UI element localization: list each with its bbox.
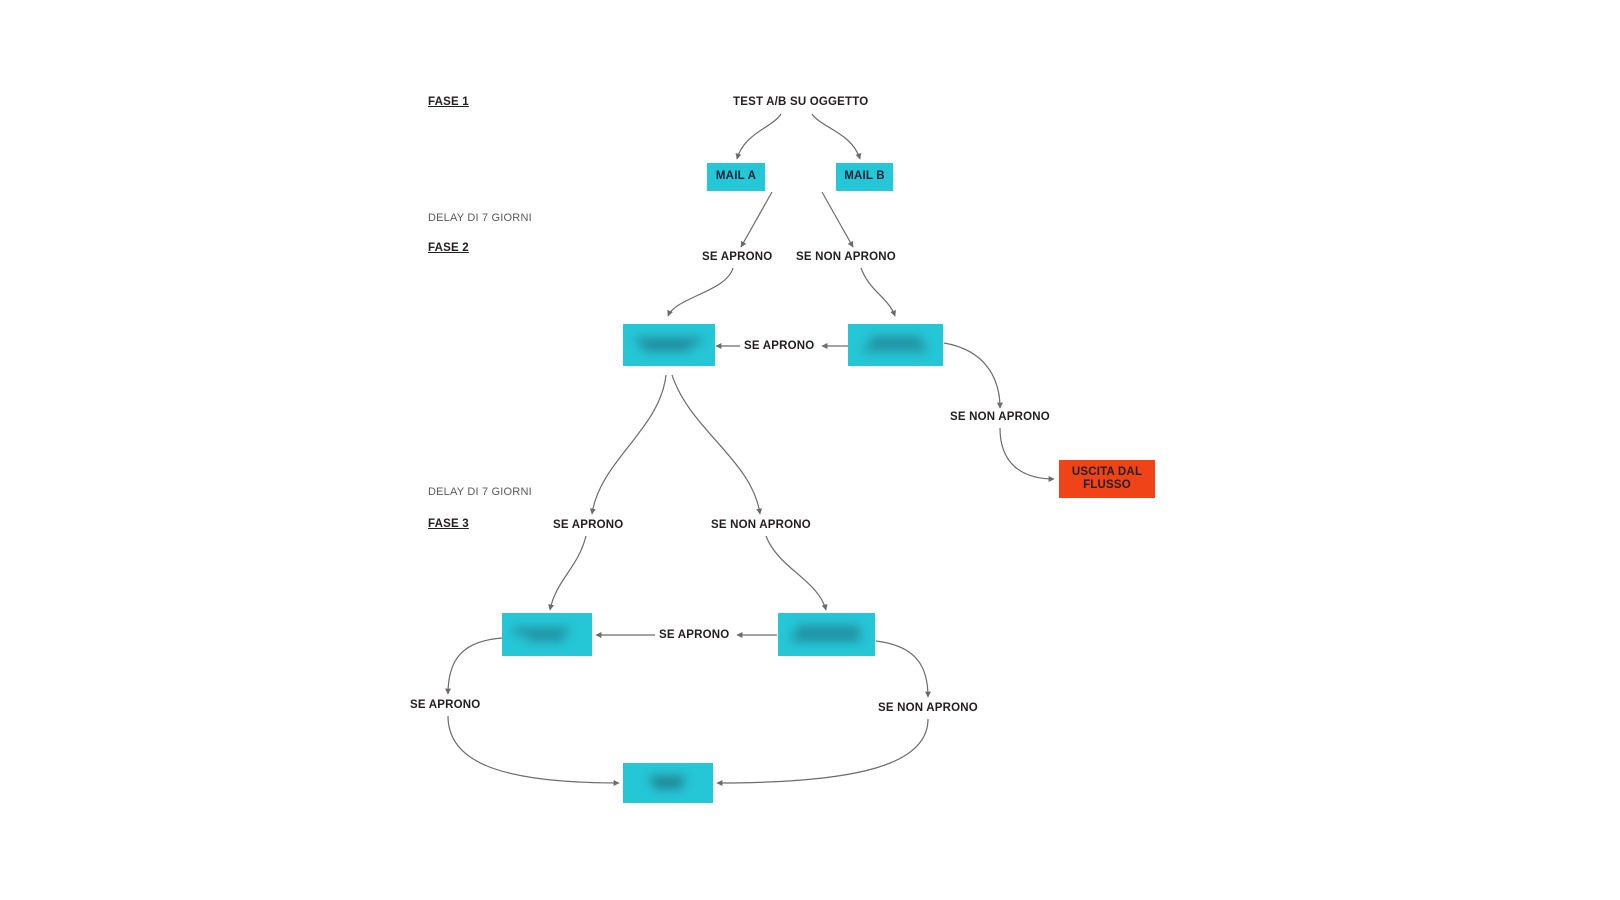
edge-f3-left-to-se-aprono-bottom [445,637,503,695]
node-fase3-right[interactable] [778,613,875,656]
edge-se-aprono-to-f2-left [667,267,734,317]
edge-title-to-mail-a [735,113,782,160]
phase-label-fase-2: FASE 2 [428,242,469,254]
node-fase3-bottom-redacted-label [633,775,703,792]
phase-label-fase-1: FASE 1 [428,96,469,108]
node-fase3-bottom[interactable] [623,763,713,803]
edge-se-aprono3-to-f3-left [548,535,587,611]
edge-label-fase3-se-aprono: SE APRONO [553,519,624,531]
edge-label-fase3-se-non-aprono: SE NON APRONO [711,519,811,531]
node-fase3-left[interactable] [502,613,592,656]
delay-label-2: DELAY DI 7 GIORNI [428,486,532,498]
node-fase2-right-redacted-label [858,336,932,354]
node-mail-b-label: MAIL B [844,170,885,183]
node-mail-b[interactable]: MAIL B [836,163,893,191]
phase-label-fase-3: FASE 3 [428,518,469,530]
edge-label-fase3-cross-se-aprono: SE APRONO [659,629,730,641]
edge-se-non-aprono3-to-f3-right [765,535,828,611]
node-fase2-right[interactable] [848,324,943,366]
diagram-title: TEST A/B SU OGGETTO [733,96,869,108]
node-mail-a[interactable]: MAIL A [707,163,765,191]
edge-label-exit-se-non-aprono: SE NON APRONO [950,411,1050,423]
edge-label-fase2-cross-se-aprono: SE APRONO [744,340,815,352]
node-fase3-left-redacted-label [512,625,582,643]
edge-f2-left-to-se-aprono3 [589,374,667,515]
edge-f2-right-to-se-non-aprono [943,342,1003,409]
edge-f3-right-to-se-non-aprono-bottom [875,640,931,698]
edge-label-bottom-right-se-non-aprono: SE NON APRONO [878,702,978,714]
edge-mail-a-to-se-aprono [740,191,773,248]
node-uscita-dal-flusso-label: USCITA DAL FLUSSO [1071,465,1143,491]
node-fase2-left[interactable] [623,324,715,366]
edge-mail-b-to-se-non-aprono [821,191,854,248]
node-fase2-left-redacted-label [633,336,705,354]
edge-label-bottom-left-se-aprono: SE APRONO [410,699,481,711]
edge-se-non-aprono-to-exit [999,427,1055,482]
delay-label-1: DELAY DI 7 GIORNI [428,212,532,224]
edge-se-aprono-bottom-to-f3-bottom [447,715,620,786]
edge-label-fase2-se-aprono: SE APRONO [702,251,773,263]
edge-se-non-aprono-to-f2-right [860,267,896,317]
node-uscita-dal-flusso[interactable]: USCITA DAL FLUSSO [1059,460,1155,498]
edge-label-fase2-se-non-aprono: SE NON APRONO [796,251,896,263]
edge-se-non-aprono-bottom-to-f3-bottom [716,718,929,786]
edge-title-to-mail-b [811,113,862,160]
node-fase3-right-redacted-label [789,625,865,643]
edge-f2-left-to-se-non-aprono3 [671,374,763,515]
node-mail-a-label: MAIL A [715,170,757,183]
